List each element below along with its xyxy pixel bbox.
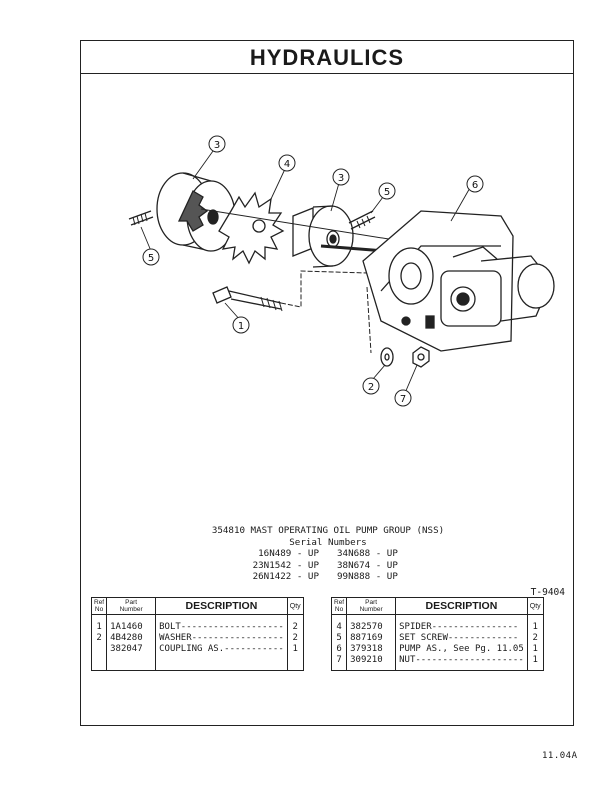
bolt-drawing: [212, 270, 368, 312]
table-row: 6 379318 PUMP AS., See Pg. 11.05 1: [330, 644, 544, 655]
qty-cell: 1: [526, 614, 544, 633]
nut-drawing: [412, 346, 430, 368]
group-info: 354810 MAST OPERATING OIL PUMP GROUP (NS…: [81, 525, 575, 583]
table-row: 7 309210 NUT-------------------- 1: [330, 655, 544, 671]
qty-cell: 2: [286, 633, 304, 644]
callout-2: 2: [362, 377, 380, 395]
serial-number: 99N888 - UP: [337, 571, 398, 582]
serial-row: 16N489 - UP 34N688 - UP: [81, 548, 575, 560]
ref-cell: 1: [90, 614, 108, 633]
serial-row: 26N1422 - UP 99N888 - UP: [81, 571, 575, 583]
serial-row: 23N1542 - UP 38N674 - UP: [81, 560, 575, 572]
spider-drawing: [218, 191, 285, 265]
callout-4: 4: [278, 154, 296, 172]
serial-number: 16N489 - UP: [258, 548, 319, 559]
callout-5a: 5: [378, 182, 396, 200]
part-cell: 309210: [346, 655, 397, 671]
ref-cell: 6: [330, 644, 348, 655]
serial-label: Serial Numbers: [289, 536, 367, 548]
table-row: 5 887169 SET SCREW------------- 2: [330, 633, 544, 644]
qty-header: Qty: [526, 597, 544, 615]
svg-text:6: 6: [472, 180, 478, 191]
serial-number: 34N688 - UP: [337, 548, 398, 559]
description-cell: COUPLING AS.-----------: [155, 644, 288, 655]
description-cell: PUMP AS., See Pg. 11.05: [395, 644, 528, 655]
description-header: DESCRIPTION: [155, 597, 288, 615]
part-cell: 887169: [346, 633, 397, 644]
svg-text:1: 1: [238, 321, 244, 332]
description-cell: SPIDER----------------: [395, 614, 528, 633]
exploded-pump-diagram: 3 4 3 5 6 5 1: [128, 135, 555, 407]
ref-cell: 2: [90, 633, 108, 644]
description-cell: SET SCREW-------------: [395, 633, 528, 644]
ref-cell: 5: [330, 633, 348, 644]
part-cell: 382047: [106, 644, 157, 655]
part-cell: 379318: [346, 644, 397, 655]
figure-reference: T-9404: [530, 587, 565, 598]
coupling-left-drawing: [156, 172, 236, 252]
svg-text:7: 7: [400, 394, 406, 405]
qty-cell: 1: [526, 644, 544, 655]
description-header: DESCRIPTION: [395, 597, 528, 615]
ref-cell: 4: [330, 614, 348, 633]
callout-3a: 3: [208, 135, 226, 153]
description-cell: NUT--------------------: [395, 655, 528, 671]
page-title: HYDRAULICS: [81, 41, 573, 74]
qty-cell: 2: [286, 614, 304, 633]
svg-text:2: 2: [368, 382, 374, 393]
table-row-spacer: [90, 655, 304, 671]
ref-cell: [90, 644, 108, 655]
callout-7: 7: [394, 389, 412, 407]
table-row: 2 4B4280 WASHER----------------- 2: [90, 633, 304, 644]
coupling-right-drawing: [292, 205, 354, 268]
qty-cell: 1: [286, 644, 304, 655]
table-row: 382047 COUPLING AS.----------- 1: [90, 644, 304, 655]
part-cell: 382570: [346, 614, 397, 633]
description-cell: WASHER-----------------: [155, 633, 288, 644]
qty-cell: 1: [526, 655, 544, 671]
callout-6: 6: [466, 175, 484, 193]
pump-body-drawing: [362, 210, 555, 352]
callout-3b: 3: [332, 168, 350, 186]
page-frame: HYDRAULICS: [80, 40, 574, 726]
group-title: 354810 MAST OPERATING OIL PUMP GROUP (NS…: [211, 525, 445, 536]
set-screw-right-drawing: [348, 210, 376, 230]
serial-number: 26N1422 - UP: [252, 571, 319, 582]
callout-5b: 5: [142, 248, 160, 266]
svg-text:5: 5: [384, 187, 390, 198]
washer-drawing: [380, 347, 394, 367]
table-row: 1 1A1460 BOLT------------------- 2: [90, 614, 304, 633]
serial-number: 38N674 - UP: [337, 559, 398, 571]
ref-cell: 7: [330, 655, 348, 671]
svg-text:5: 5: [148, 253, 154, 264]
description-cell: BOLT-------------------: [155, 614, 288, 633]
svg-text:3: 3: [214, 140, 220, 151]
part-cell: 1A1460: [106, 614, 157, 633]
qty-cell: 2: [526, 633, 544, 644]
part-cell: 4B4280: [106, 633, 157, 644]
svg-text:3: 3: [338, 173, 344, 184]
callout-1: 1: [232, 316, 250, 334]
svg-text:4: 4: [284, 159, 290, 170]
qty-header: Qty: [286, 597, 304, 615]
table-row: 4 382570 SPIDER---------------- 1: [330, 614, 544, 633]
set-screw-left-drawing: [128, 210, 154, 226]
page-number: 11.04A: [542, 751, 578, 761]
serial-number: 23N1542 - UP: [252, 559, 319, 571]
